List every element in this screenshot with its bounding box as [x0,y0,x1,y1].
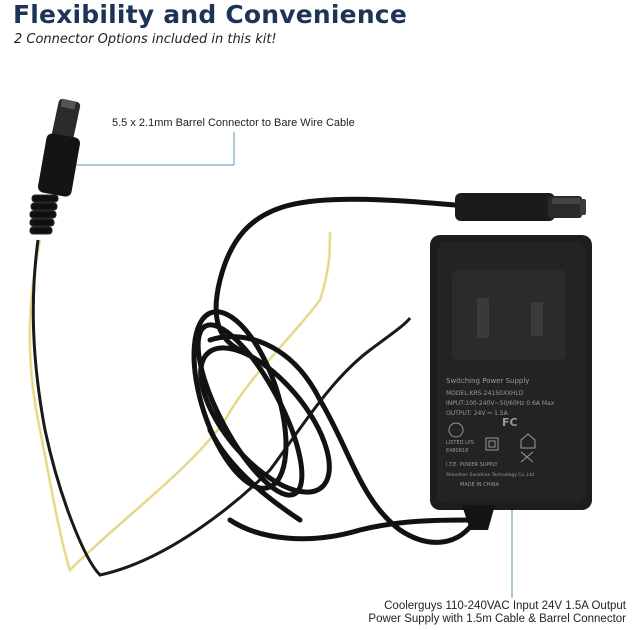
weee-bin-icon [520,451,534,463]
power-adapter [430,235,592,530]
label-line4: OUTPUT: 24V ⎓ 1.5A [446,410,509,417]
label-line1: Switching Power Supply [446,377,529,385]
label-line3: INPUT:100-240V~50/60Hz 0.6A Max [446,400,555,407]
cert-text: I.T.E. POWER SUPPLY [446,462,499,468]
callout-power-supply: Coolerguys 110-240VAC Input 24V 1.5A Out… [368,600,626,626]
callout-leader-top [76,132,235,166]
label-line2: MODEL:KRS-24150XXHLD [446,390,524,397]
origin-text: MADE IN CHINA [460,482,500,488]
house-icon [520,433,536,449]
adapter-printed-label: Switching Power Supply MODEL:KRS-24150XX… [446,377,555,488]
ul-number-text: E480818 [446,448,468,454]
ul-listed-text: LISTED LPS [446,440,474,446]
fcc-mark: FC [502,416,518,429]
black-wire [31,239,412,577]
callout-power-supply-line1: Coolerguys 110-240VAC Input 24V 1.5A Out… [384,600,626,612]
callout-power-supply-line2: Power Supply with 1.5m Cable & Barrel Co… [368,613,626,625]
yellow-wire [28,231,332,573]
maker-text: Shenzhen Sunshine Technology Co.,Ltd [446,472,534,478]
page-subtitle: 2 Connector Options included in this kit… [14,32,277,47]
ul-logo-icon [448,422,464,438]
callout-barrel-cable: 5.5 x 2.1mm Barrel Connector to Bare Wir… [112,117,355,129]
page-title: Flexibility and Convenience [13,0,407,29]
dc-barrel-plug [455,193,586,221]
barrel-to-bare-wire-connector [29,98,81,235]
double-insulation-icon [485,437,499,451]
coiled-cable [191,196,478,545]
